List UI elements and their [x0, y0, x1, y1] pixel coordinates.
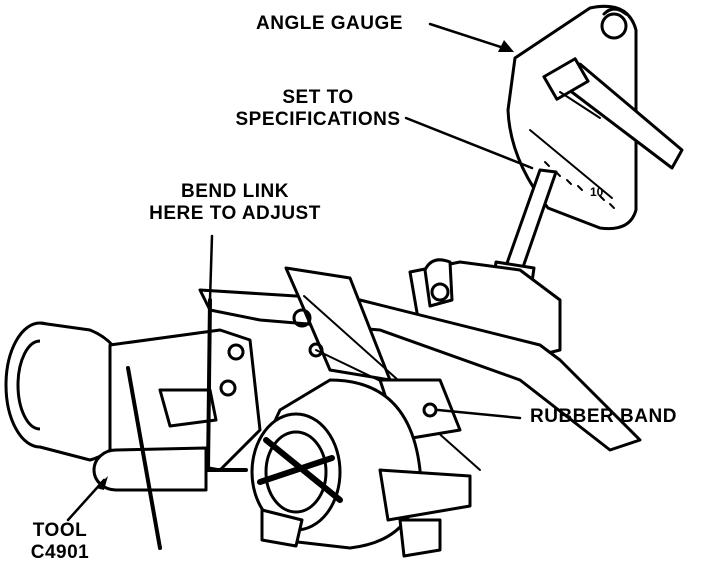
angle-gauge: [490, 4, 684, 298]
carburetor-body: [198, 258, 642, 471]
callout-set-to-line1: SET TO: [282, 87, 354, 108]
choke-housing: [250, 378, 472, 558]
callout-bend-link-line2: HERE TO ADJUST: [149, 203, 321, 224]
callout-bend-link-line1: BEND LINK: [181, 181, 289, 202]
gauge-scale-mark: 10: [590, 185, 604, 199]
callout-rubber-band: RUBBER BAND: [530, 406, 677, 427]
callout-set-to-line2: SPECIFICATIONS: [235, 109, 401, 130]
callout-set-to-specifications: SET TO SPECIFICATIONS: [228, 87, 408, 131]
callout-angle-gauge: ANGLE GAUGE: [256, 13, 403, 34]
callout-bend-link: BEND LINK HERE TO ADJUST: [140, 181, 330, 225]
callout-tool: TOOL C4901: [20, 520, 100, 564]
callout-tool-line1: TOOL: [32, 520, 88, 541]
tool-c4901: [92, 366, 208, 550]
leader-arrowheads: [96, 40, 514, 490]
callout-tool-line2: C4901: [30, 542, 90, 563]
adjustment-link: [206, 298, 248, 472]
vacuum-diaphragm: [4, 321, 262, 472]
